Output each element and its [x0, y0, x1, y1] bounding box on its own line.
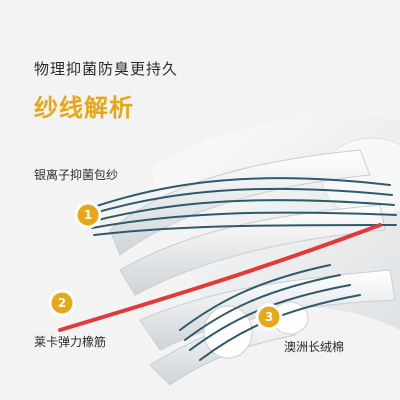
callout-1-label: 银离子抑菌包纱 — [34, 168, 119, 182]
callout-3: 3 — [255, 303, 283, 331]
page-title: 纱线解析 — [34, 94, 134, 122]
callout-2-number: 2 — [58, 296, 66, 310]
elastic-strand — [58, 223, 382, 332]
callout-3-number: 3 — [265, 310, 273, 324]
callout-1: 1 — [74, 201, 102, 229]
subtitle: 物理抑菌防臭更持久 — [34, 60, 179, 78]
callout-2-label: 莱卡弹力橡筋 — [34, 335, 107, 349]
callout-3-label: 澳洲长绒棉 — [284, 340, 345, 354]
callout-1-number: 1 — [84, 208, 92, 222]
callout-2: 2 — [48, 289, 76, 317]
